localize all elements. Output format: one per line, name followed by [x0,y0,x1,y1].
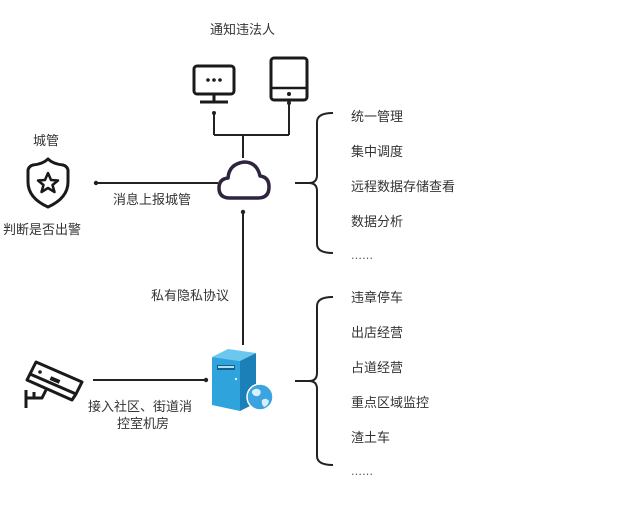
server-function-item: 占道经营 [351,361,404,376]
notify-offender-label: 通知违法人 [210,23,276,38]
cloud-to-devices-line [213,104,290,158]
shield-star-icon [26,157,70,209]
arrow-head-urban [93,180,99,186]
cloud-functions-brace [295,112,334,254]
cloud-function-item: 远程数据存储查看 [351,180,456,195]
cloud-functions-more: …… [351,249,373,262]
cloud-icon [217,160,271,200]
decide-dispatch-label: 判断是否出警 [3,223,82,238]
tablet-icon [269,56,309,102]
monitor-icon [192,64,236,104]
server-functions-brace [295,296,334,466]
security-camera-icon [24,360,84,408]
arrow-head-tablet [287,101,291,105]
urban-management-label: 城管 [33,134,60,149]
camera-access-label-line2: 控室机房 [117,417,170,432]
arrow-head-server [203,377,209,383]
report-to-urban-label: 消息上报城管 [113,193,192,208]
arrow-head-cloud [240,209,246,215]
arrow-head-monitor [212,111,216,115]
server-function-item: 出店经营 [351,326,404,341]
server-globe-icon [212,349,274,411]
cloud-function-item: 集中调度 [351,145,404,160]
server-function-item: 渣土车 [351,431,391,446]
server-function-item: 违章停车 [351,291,404,306]
private-protocol-label: 私有隐私协议 [151,289,230,304]
cloud-function-item: 数据分析 [351,215,404,230]
camera-access-label-line1: 接入社区、街道消 [88,400,193,415]
server-function-item: 重点区域监控 [351,396,430,411]
cloud-function-item: 统一管理 [351,110,404,125]
server-functions-more: …… [351,465,373,478]
